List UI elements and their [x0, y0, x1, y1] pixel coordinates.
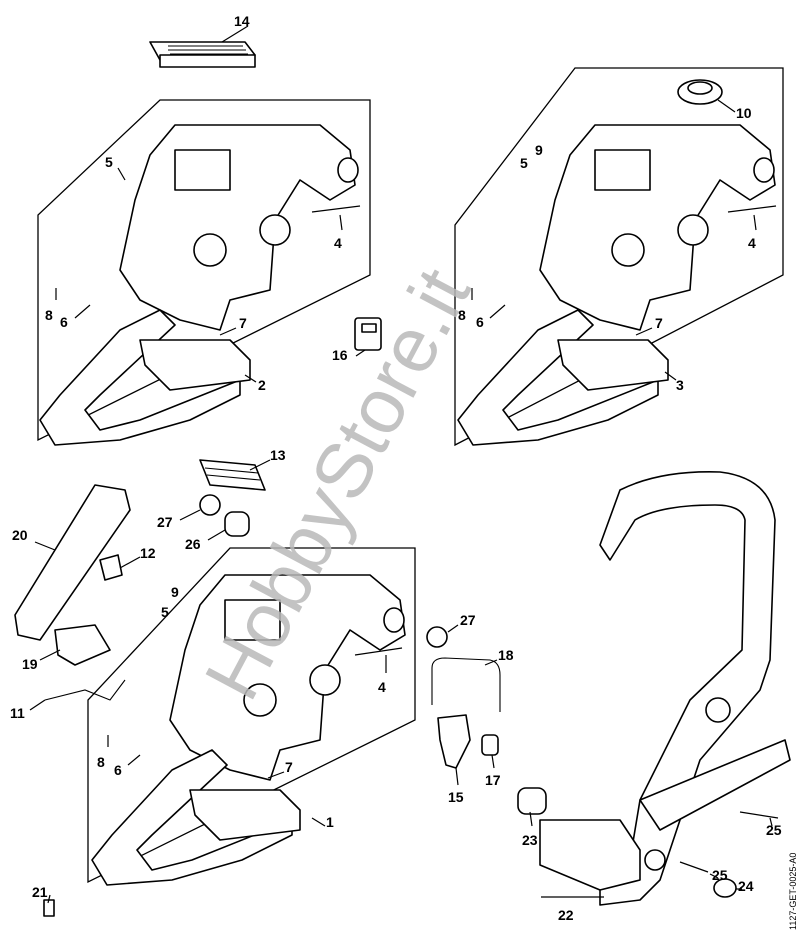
callout-23: 23 [522, 832, 538, 848]
callout-2: 2 [258, 377, 266, 393]
callout-10: 10 [736, 105, 752, 121]
callout-25: 25 [712, 867, 728, 883]
callout-5: 5 [520, 155, 528, 171]
part-10-cap [677, 79, 723, 105]
callout-17: 17 [485, 772, 501, 788]
callout-16: 16 [332, 347, 348, 363]
leader-lines [29, 25, 773, 904]
callout-15: 15 [448, 789, 464, 805]
part-22-handlebar [539, 471, 791, 906]
part-23-buffer [517, 787, 547, 815]
callout-8: 8 [45, 307, 53, 323]
callout-3: 3 [676, 377, 684, 393]
part-12-19-11-linkage [44, 554, 126, 701]
callout-25: 25 [766, 822, 782, 838]
callout-7: 7 [655, 315, 663, 331]
callout-11: 11 [10, 705, 25, 721]
callout-4: 4 [378, 679, 386, 695]
callout-20: 20 [12, 527, 28, 543]
callout-26: 26 [185, 536, 201, 552]
callout-5: 5 [105, 154, 113, 170]
callout-labels: 14 5 4 8 6 7 16 2 10 9 5 4 8 6 7 3 13 27… [10, 13, 782, 923]
callout-6: 6 [476, 314, 484, 330]
callout-22: 22 [558, 907, 574, 923]
part-3-handle-housing [457, 124, 776, 446]
part-13-filter [199, 459, 266, 491]
part-20-cover [14, 484, 131, 641]
callout-6: 6 [114, 762, 122, 778]
part-26-27-buffers [199, 494, 448, 648]
callout-24: 24 [738, 878, 754, 894]
part-1-handle-housing [91, 574, 406, 886]
callout-13: 13 [270, 447, 286, 463]
callout-6: 6 [60, 314, 68, 330]
part-18-hose [431, 657, 501, 712]
drawing-code: 1127-GET-0025-A0 [788, 853, 798, 930]
screws [43, 205, 779, 917]
callout-7: 7 [239, 315, 247, 331]
callout-4: 4 [748, 235, 756, 251]
callout-12: 12 [140, 545, 156, 561]
callout-27: 27 [157, 514, 173, 530]
part-14-filter [149, 41, 256, 68]
callout-14: 14 [234, 13, 250, 29]
callout-21: 21 [32, 884, 48, 900]
callout-9: 9 [171, 584, 179, 600]
callout-7: 7 [285, 759, 293, 775]
callout-5: 5 [161, 604, 169, 620]
callout-19: 19 [22, 656, 38, 672]
callout-9: 9 [535, 142, 543, 158]
callout-27: 27 [460, 612, 476, 628]
callout-4: 4 [334, 235, 342, 251]
callout-18: 18 [498, 647, 514, 663]
part-16-switch [354, 317, 382, 351]
part-15-17 [437, 714, 499, 769]
part-2-handle-housing [39, 124, 359, 446]
callout-8: 8 [97, 754, 105, 770]
callout-1: 1 [326, 814, 334, 830]
callout-8: 8 [458, 307, 466, 323]
